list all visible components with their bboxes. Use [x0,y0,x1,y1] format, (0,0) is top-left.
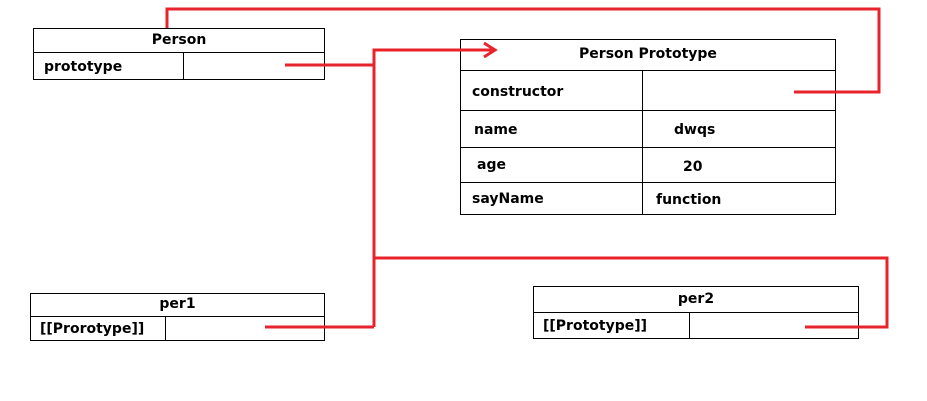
row-age-key: age [477,157,506,173]
per2-divider [689,313,690,339]
per2-box: per2 [[Prototype]] [533,286,859,339]
person-prototype-label: prototype [44,59,123,75]
per2-prototype-label: [[Prototype]] [543,318,648,334]
person-box: Person prototype [33,28,325,80]
prototype-row-separator [461,147,835,148]
per2-title: per2 [534,287,858,313]
per1-box: per1 [[Prorotype]] [30,293,325,341]
row-name-key: name [474,122,518,138]
per1-divider [165,317,166,341]
person-title: Person [34,29,324,53]
prototype-box: Person Prototype constructor name dwqs a… [460,39,836,215]
row-sayname-value: function [656,192,722,208]
row-sayname-key: sayName [472,191,544,207]
per1-prototype-label: [[Prorotype]] [40,321,145,337]
prototype-title: Person Prototype [461,40,835,71]
prototype-row-separator [461,110,835,111]
per1-title: per1 [31,294,324,317]
row-age-value: 20 [683,159,703,175]
person-divider [183,53,184,80]
row-constructor-key: constructor [472,84,564,100]
row-name-value: dwqs [674,122,716,138]
prototype-divider [642,71,643,215]
prototype-row-separator [461,182,835,183]
